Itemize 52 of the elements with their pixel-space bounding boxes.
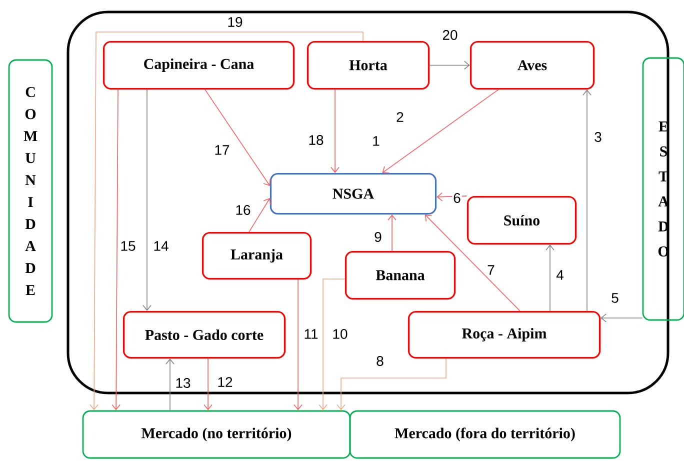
arrow: [112, 89, 120, 410]
arrow: [336, 358, 446, 410]
flow-number: 1: [371, 135, 381, 147]
arrow: [546, 244, 554, 312]
edge-label: 11: [302, 328, 320, 340]
arrow: [204, 89, 271, 186]
process-box: Pasto - Gado corte: [122, 310, 286, 359]
market-box: Mercado (fora do território): [349, 410, 621, 459]
arrow: [142, 89, 152, 311]
arrow: [436, 192, 468, 202]
edge-label: 8: [375, 355, 385, 367]
arrow: [425, 214, 520, 312]
edge-label: 19: [226, 16, 244, 28]
edge-label: 9: [373, 231, 383, 243]
process-box: Laranja: [202, 232, 312, 280]
process-box: Horta: [306, 40, 430, 90]
arrow: [600, 314, 643, 322]
edge-label: 13: [174, 377, 192, 389]
arrow: [248, 198, 271, 232]
edge-label: 5: [610, 292, 620, 304]
process-box: Banana: [344, 250, 456, 300]
process-box: Capineira - Cana: [102, 40, 295, 90]
edge-label: 17: [213, 144, 231, 156]
edge-label: 18: [307, 134, 325, 146]
edge-label: 16: [234, 204, 252, 216]
arrow: [429, 60, 470, 70]
arrow: [294, 279, 302, 410]
arrow: [204, 358, 212, 410]
arrow: [166, 358, 174, 411]
arrow: [388, 214, 396, 252]
arrow: [90, 32, 364, 410]
market-box: Mercado (no território): [82, 410, 351, 459]
edge-label: 12: [216, 376, 234, 388]
process-box: Aves: [470, 40, 595, 90]
edge-label: 14: [152, 240, 170, 252]
arrow: [382, 89, 499, 174]
edge-label: 6: [452, 192, 462, 204]
edge-label: 2: [395, 111, 405, 123]
process-box: NSGA: [270, 172, 437, 215]
arrow: [318, 278, 346, 410]
farm-boundary: [66, 10, 670, 394]
edge-label: 10: [331, 328, 349, 340]
edge-label: 7: [486, 264, 496, 276]
arrow: [582, 90, 592, 312]
edge-label: 20: [441, 29, 459, 41]
edge-label: 3: [593, 131, 603, 143]
process-box: Roça - Aipim: [408, 310, 601, 359]
process-box: Suíno: [466, 196, 577, 245]
arrow: [330, 89, 340, 173]
edge-label: 15: [119, 240, 137, 252]
actor-box: COMUNIDADE: [8, 59, 53, 323]
edge-label: 4: [555, 269, 565, 281]
